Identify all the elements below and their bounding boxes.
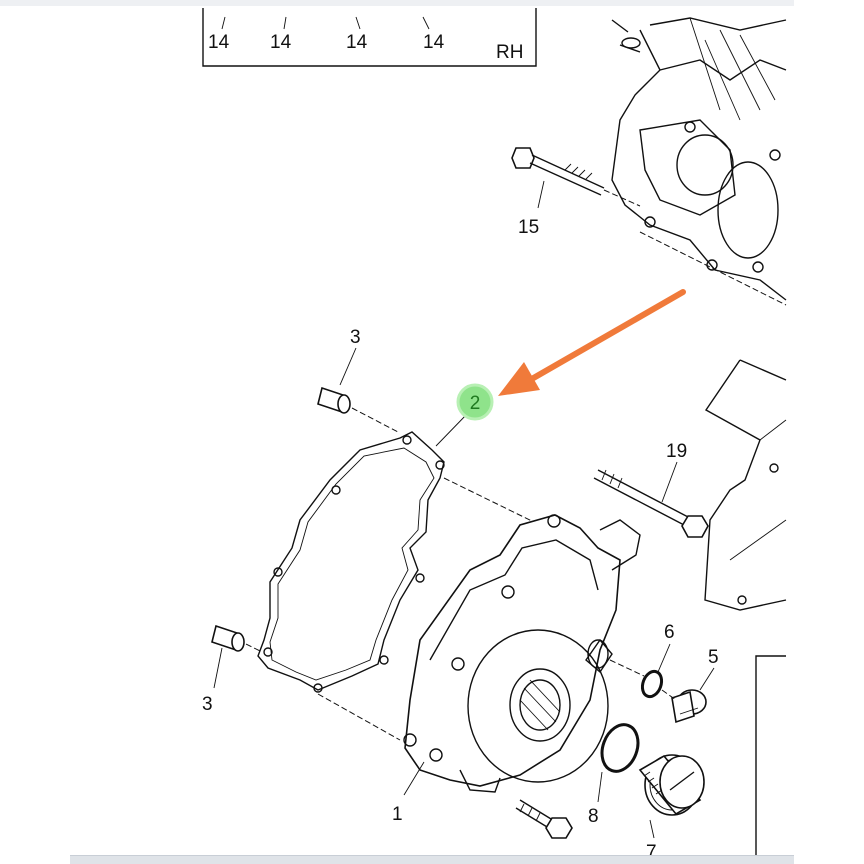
crankcase-cover-1: 1 — [392, 514, 641, 825]
header-box: 14 14 14 14 RH — [202, 8, 537, 67]
bolt-bottom — [515, 799, 573, 839]
crankcase-upper — [611, 17, 787, 306]
header-label-14-c: 14 — [346, 32, 368, 53]
callout-2: 2 — [470, 393, 481, 414]
callout-8: 8 — [588, 806, 599, 827]
callout-5: 5 — [708, 647, 719, 668]
right-margin — [794, 0, 864, 864]
header-label-14-d: 14 — [423, 32, 445, 53]
header-label-14-a: 14 — [208, 32, 230, 53]
callout-3-bottom: 3 — [202, 694, 213, 715]
callout-3-top: 3 — [350, 327, 361, 348]
plug-7: 7 — [638, 754, 705, 863]
callout-6: 6 — [664, 622, 675, 643]
highlight-marker-2: 2 — [456, 383, 494, 421]
header-label-14-b: 14 — [270, 32, 292, 53]
callout-7: 7 — [646, 842, 657, 863]
o-ring-8: 8 — [588, 723, 640, 827]
orange-pointer-arrow — [498, 289, 686, 396]
dowel-pin-3-bottom: 3 — [202, 624, 245, 715]
callout-15: 15 — [518, 217, 539, 238]
callout-1: 1 — [392, 804, 403, 825]
gasket-2 — [257, 412, 469, 693]
top-strip — [0, 0, 864, 6]
header-label-rh: RH — [496, 42, 523, 63]
bottom-scroll-strip[interactable] — [70, 855, 794, 864]
dowel-pin-3-top: 3 — [317, 327, 399, 433]
callout-19: 19 — [666, 441, 687, 462]
bolt-15: 15 — [511, 147, 641, 238]
bolt-19: 19 — [593, 441, 709, 538]
plug-5: 5 — [661, 647, 719, 724]
o-ring-6: 6 — [609, 622, 675, 699]
box-fragment-bottom-right — [755, 655, 786, 856]
right-cover-partial — [704, 359, 787, 611]
